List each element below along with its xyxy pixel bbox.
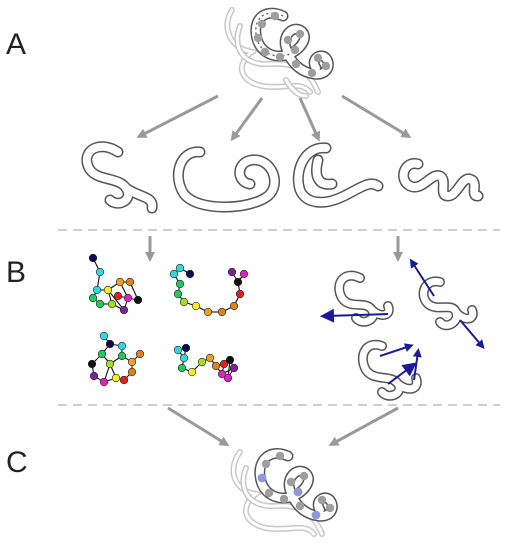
highlighted-site (311, 510, 321, 520)
panel-label-b: B (6, 256, 26, 289)
conformation-3 (292, 142, 384, 208)
motion-vector (379, 343, 414, 357)
contact-graph-4 (173, 343, 239, 383)
structure-ensemble-top (224, 7, 334, 99)
conformation-1 (81, 141, 158, 214)
arrow-to-state-1 (136, 94, 219, 138)
site-markers-bottom (257, 451, 335, 520)
arrow-vectors-to-result (328, 406, 399, 446)
panel-label-c: C (6, 446, 28, 479)
vector-structure-1 (320, 270, 394, 327)
highlighted-site (257, 473, 267, 483)
arrow-graphs-to-result (167, 406, 230, 447)
motion-vector (387, 362, 417, 385)
motion-vector (459, 319, 485, 350)
arrow-to-state-2 (230, 97, 264, 142)
motion-vector (409, 258, 435, 297)
contact-graph-2 (169, 263, 249, 317)
vector-structure-3 (357, 339, 422, 401)
motion-vector (320, 308, 389, 323)
motion-vector (412, 348, 422, 381)
arrows-to-states (136, 94, 412, 142)
arrow-to-state-3 (298, 97, 321, 142)
contact-graph-1 (88, 253, 143, 315)
conformation-4 (398, 158, 484, 202)
site-markers-top (253, 11, 331, 78)
conformation-2 (172, 146, 280, 213)
contact-graph-3 (87, 331, 145, 387)
arrow-to-state-4 (341, 94, 412, 139)
structure-ensemble-bottom (230, 448, 338, 537)
highlighted-site (293, 487, 303, 497)
vector-structure-2 (409, 258, 485, 350)
panel-label-a: A (6, 28, 26, 61)
